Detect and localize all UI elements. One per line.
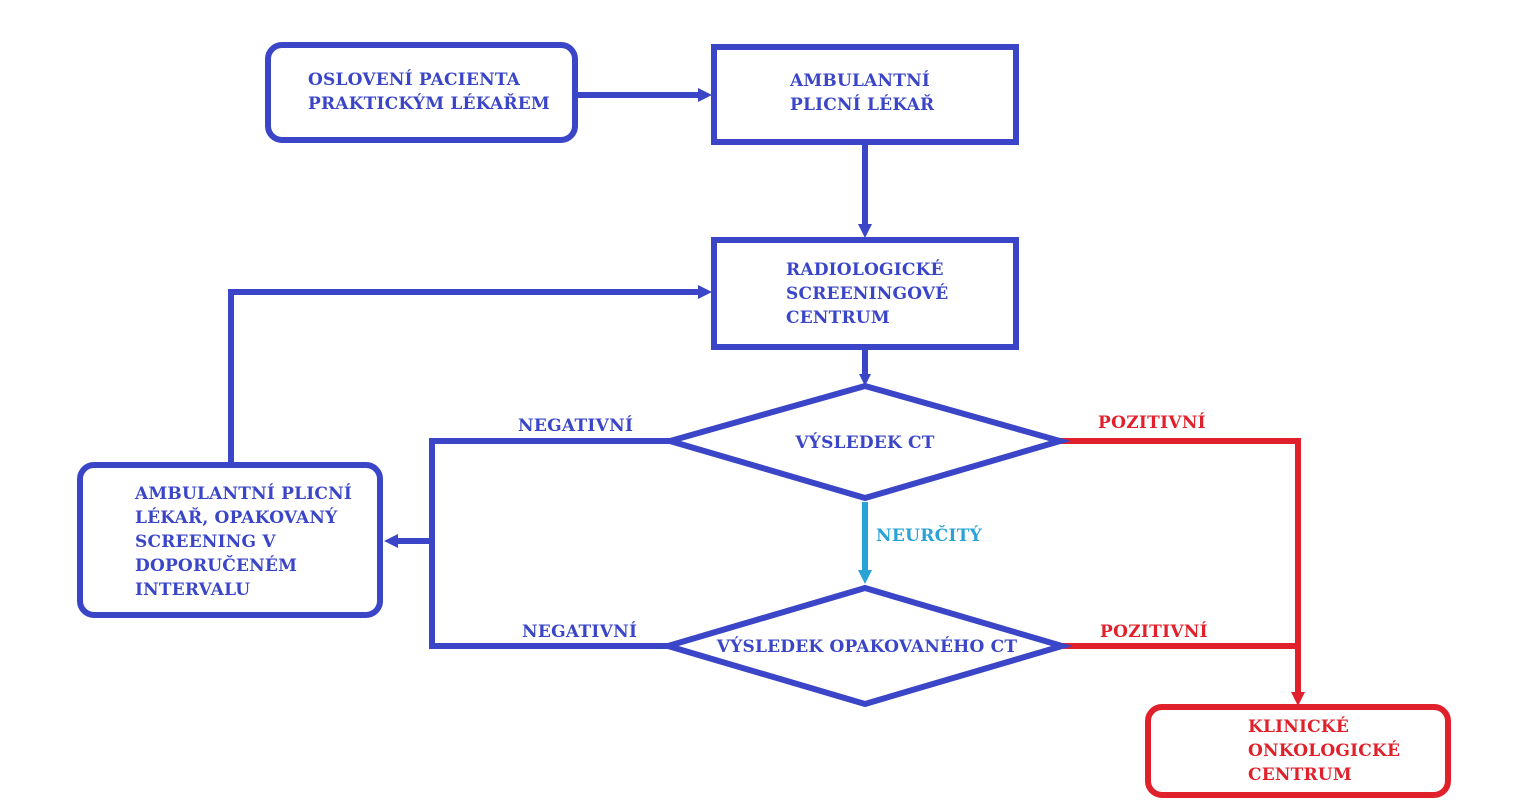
node-pulmonologist: AMBULANTNÍ PLICNÍ LÉKAŘ	[711, 44, 1019, 145]
edge-screening-to-ct	[859, 348, 871, 386]
decision-repeat-ct-result-label: VÝSLEDEK OPAKOVANÉHO CT	[716, 636, 1018, 657]
edge-positive	[1060, 438, 1305, 706]
node-oncology-center: KLINICKÉ ONKOLOGICKÉ CENTRUM	[1145, 704, 1451, 798]
svg-text:KLINICKÉ ONKOLOGICKÉ: KLINICKÉ ONKOLOGICKÉ CENTRUM	[1248, 716, 1406, 785]
label-repeat-positive: POZITIVNÍ	[1100, 621, 1208, 642]
arrowhead-icon	[858, 570, 872, 584]
decision-ct-result: VÝSLEDEK CT	[659, 382, 1071, 502]
decision-repeat-ct-result: VÝSLEDEK OPAKOVANÉHO CT	[657, 584, 1073, 708]
node-repeat-screening-line: INTERVALU	[135, 580, 250, 600]
node-repeat-screening-line: AMBULANTNÍ PLICNÍ	[134, 483, 352, 504]
label-ct-uncertain: NEURČITÝ	[876, 525, 983, 546]
edge-pulmonologist-to-screening	[858, 143, 872, 238]
label-ct-positive: POZITIVNÍ	[1098, 412, 1206, 433]
node-repeat-screening-line: SCREENING V	[135, 532, 276, 552]
arrowhead-icon	[859, 374, 871, 386]
svg-text:RADIOLOGICKÉ SCREENINGOV: RADIOLOGICKÉ SCREENINGOVÉ CENTRUM	[786, 259, 955, 328]
arrowhead-icon	[698, 285, 712, 299]
arrowhead-icon	[384, 534, 398, 548]
node-pulmonologist-line: PLICNÍ LÉKAŘ	[790, 94, 935, 115]
node-pulmonologist-line: AMBULANTNÍ	[789, 70, 930, 91]
node-oncology-center-line: KLINICKÉ	[1248, 716, 1349, 737]
node-oncology-center-line: CENTRUM	[1248, 765, 1352, 785]
arrowhead-icon	[698, 88, 712, 102]
node-gp-contact: OSLOVENÍ PACIENTA PRAKTICKÝM LÉKAŘEM	[265, 42, 578, 143]
label-repeat-negative: NEGATIVNÍ	[522, 621, 637, 642]
label-ct-negative: NEGATIVNÍ	[518, 415, 633, 436]
node-repeat-screening: AMBULANTNÍ PLICNÍ LÉKAŘ, OPAKOVANÝ SCREE…	[77, 462, 383, 618]
edge-labels: NEGATIVNÍ POZITIVNÍ NEURČITÝ NEGATIVNÍ P…	[518, 412, 1208, 642]
svg-text:OSLOVENÍ PACIENTA PRAKTI: OSLOVENÍ PACIENTA PRAKTICKÝM LÉKAŘEM	[308, 69, 550, 114]
svg-text:VÝSLEDEK CT: VÝSLEDEK CT	[794, 432, 934, 453]
node-gp-contact-line: PRAKTICKÝM LÉKAŘEM	[308, 93, 550, 114]
svg-text:AMBULANTNÍ PLICNÍ LÉKAŘ,: AMBULANTNÍ PLICNÍ LÉKAŘ, OPAKOVANÝ SCREE…	[134, 483, 358, 600]
arrowhead-icon	[858, 224, 872, 238]
node-screening-center-line: SCREENINGOVÉ	[786, 283, 948, 304]
node-screening-center-line: CENTRUM	[786, 308, 890, 328]
node-repeat-screening-line: DOPORUČENÉM	[135, 555, 297, 576]
node-repeat-screening-line: LÉKAŘ, OPAKOVANÝ	[135, 507, 338, 528]
node-screening-center: RADIOLOGICKÉ SCREENINGOVÉ CENTRUM	[711, 237, 1019, 350]
svg-text:VÝSLEDEK OPAKOVANÉHO CT: VÝSLEDEK OPAKOVANÉHO CT	[716, 636, 1018, 657]
arrowhead-icon	[1291, 692, 1305, 706]
edge-repeat-to-screening	[228, 285, 712, 463]
edge-ct-negative	[384, 438, 670, 649]
svg-text:AMBULANTNÍ PLICNÍ LÉKAŘ: AMBULANTNÍ PLICNÍ LÉKAŘ	[789, 70, 936, 115]
edge-gp-to-pulmonologist	[575, 88, 712, 102]
decision-ct-result-label: VÝSLEDEK CT	[794, 432, 934, 453]
node-gp-contact-line: OSLOVENÍ PACIENTA	[308, 69, 521, 90]
edge-ct-uncertain	[858, 502, 872, 584]
node-oncology-center-line: ONKOLOGICKÉ	[1248, 740, 1400, 761]
node-screening-center-line: RADIOLOGICKÉ	[786, 259, 944, 280]
connectors	[228, 88, 1305, 706]
